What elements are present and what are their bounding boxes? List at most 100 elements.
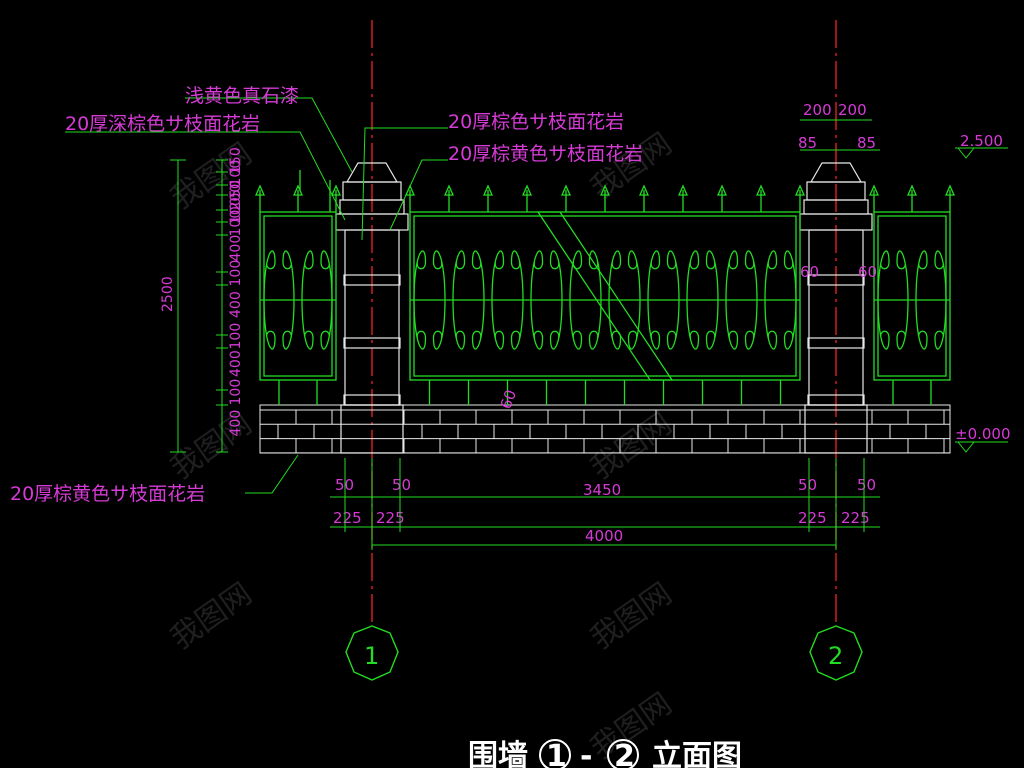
scroll [725,250,739,301]
scroll [744,299,758,350]
picket-tip [330,184,342,196]
dim-225-left-a: 225 [333,509,362,527]
dim-60-a: 60 [800,263,819,281]
dim-50-left-b: 50 [392,476,411,494]
scroll [530,250,544,301]
title-axis-a: 1 [546,739,567,768]
scroll [783,299,797,350]
scroll [510,250,524,301]
scroll [452,250,466,301]
dim-200-b: 200 [838,101,867,119]
scroll [549,299,563,350]
vertical-dimensions: 2500 15010050200100100400100400100400100… [160,147,244,453]
vertical-dim-label: 100 [228,160,244,187]
scroll [413,250,427,301]
scroll [491,250,505,301]
scroll [783,250,797,301]
panel-frame [259,211,337,381]
scroll [647,250,661,301]
picket-tip [716,184,728,196]
dim-60-c: 60 [497,387,520,411]
scroll [627,299,641,350]
scroll [471,299,485,350]
vertical-dim-label: 100 [228,379,244,406]
scroll [896,299,909,350]
annotations: 浅黄色真石漆 20厚深棕色サ枝面花岩 20厚棕色サ枝面花岩 20厚棕黄色サ枝面花… [10,85,643,505]
dim-200-a: 200 [803,101,832,119]
panel-inner [877,215,947,377]
scroll [510,299,524,350]
scroll [896,250,909,301]
scroll [666,299,680,350]
vertical-dim-label: 200 [228,184,244,211]
scroll [263,250,276,301]
scroll [588,250,602,301]
label-yellow-paint: 浅黄色真石漆 [185,85,299,107]
dim-50-right-a: 50 [798,476,817,494]
fence-panel-main [404,184,806,405]
scroll [744,250,758,301]
fence-panels [254,170,956,405]
scroll [301,299,314,350]
picket-tip [794,184,806,196]
vertical-dim-label: 100 [228,260,244,287]
dim-225-right-b: 225 [841,509,870,527]
scroll [282,299,295,350]
scroll [530,299,544,350]
scroll [915,299,928,350]
scroll [608,250,622,301]
dim-85-b: 85 [857,134,876,152]
fence-panel-right [868,184,956,405]
dim-225-right-a: 225 [798,509,827,527]
scroll [686,250,700,301]
picket-tip [906,184,918,196]
panel-frame [409,211,801,381]
svg-text:我图网: 我图网 [585,406,679,486]
axis-bubble-1: 1 [345,625,399,681]
scroll [934,299,947,350]
scroll [432,299,446,350]
scroll [282,250,295,301]
picket-tip [599,184,611,196]
vertical-dim-label: 400 [228,291,244,318]
picket-tip [755,184,767,196]
diagonal-brace [536,211,674,381]
scroll [915,250,928,301]
title-prefix: 围墙 [468,739,528,768]
picket-tip [944,184,956,196]
dim-3450: 3450 [583,481,621,499]
svg-text:我图网: 我图网 [165,136,259,216]
scroll [452,299,466,350]
title-axis-b: 2 [614,739,635,768]
scroll [627,250,641,301]
picket-tip [254,184,266,196]
picket-tip [677,184,689,196]
label-brown-yellow-granite: 20厚棕黄色サ枝面花岩 [448,143,643,165]
vertical-dim-label: 100 [228,197,244,224]
axis-label-2: 2 [828,642,843,670]
drawing-title: 围墙 1 - 2 立面图 [468,739,742,768]
dim-60-b: 60 [858,263,877,281]
axis-bubble-2: 2 [809,625,863,681]
scroll [877,299,890,350]
vertical-dim-label: 100 [228,210,244,237]
picket-tip [560,184,572,196]
leaders [65,97,448,494]
level-top: 2.500 [960,132,1003,150]
scroll [432,250,446,301]
svg-text:我图网: 我图网 [585,576,679,656]
scroll [608,299,622,350]
panel-frame [873,211,951,381]
title-suffix: 立面图 [652,739,742,768]
scroll [764,299,778,350]
panel-inner [263,215,333,377]
scroll [413,299,427,350]
scroll [549,250,563,301]
axis-label-1: 1 [364,642,379,670]
picket-tip [521,184,533,196]
svg-text:我图网: 我图网 [165,406,259,486]
svg-text:我图网: 我图网 [585,126,679,206]
scroll [705,250,719,301]
vertical-dim-label: 50 [228,180,244,198]
